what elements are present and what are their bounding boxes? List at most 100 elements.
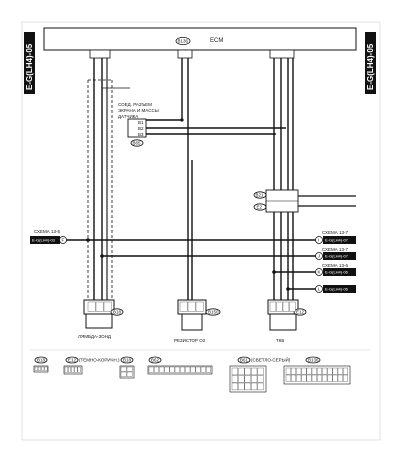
legend-pin-cell xyxy=(296,374,302,382)
legend-pin-cell xyxy=(301,374,307,382)
ecm-connector-label: B136 xyxy=(178,39,189,44)
page-frame xyxy=(21,21,381,441)
legend-pin-cell xyxy=(205,366,211,373)
legend-pin-cell xyxy=(120,366,127,372)
edge-tag-right: E-G(LH4)-05 xyxy=(365,32,376,94)
svg-text:K: K xyxy=(318,270,321,275)
svg-text:F: F xyxy=(62,238,65,243)
svg-text:B61: B61 xyxy=(240,357,249,362)
svg-text:B136: B136 xyxy=(308,357,319,362)
svg-text:B18: B18 xyxy=(123,357,132,362)
legend-pin-cell xyxy=(77,366,81,373)
legend-pin-cell xyxy=(238,367,245,376)
legend-pin-cell xyxy=(285,367,291,375)
check-connector-ground-label: B65 xyxy=(133,141,142,146)
check-connector-line-3: ДАТЧИКА xyxy=(118,114,138,119)
ecm-label: ECM xyxy=(210,38,223,44)
legend-pin-cell xyxy=(190,366,196,373)
legend-pin-cell xyxy=(285,374,291,382)
crossref-wires xyxy=(66,239,316,290)
legend-pin-cell xyxy=(38,366,42,371)
check-connector-pin-1: B1 xyxy=(138,120,144,125)
legend-pin-cell xyxy=(250,367,258,376)
wires-tkb xyxy=(273,58,294,300)
component-pin-cell xyxy=(87,301,96,312)
svg-text:E-G(LH4)-06: E-G(LH4)-06 xyxy=(325,270,349,275)
legend-pin-cell xyxy=(257,375,264,383)
ecm-block: ECM B136 xyxy=(43,27,357,59)
component-pin-cell xyxy=(195,301,204,312)
legend-pin-cell xyxy=(291,374,297,382)
inline-connector-label-top: B21 xyxy=(256,193,265,198)
tkb-label: ТКБ xyxy=(276,338,284,343)
legend-pin-cell xyxy=(238,375,245,383)
svg-text:E-G(LH4)-05: E-G(LH4)-05 xyxy=(25,43,34,90)
legend-pin-cell xyxy=(238,382,245,391)
check-connector-line-1: СОЕД. РАЗЪЕМ xyxy=(118,102,152,107)
legend-pin-cell xyxy=(311,367,317,375)
legend-pin-cell xyxy=(343,367,349,375)
svg-text:B18: B18 xyxy=(37,357,46,362)
legend-pin-cell xyxy=(169,366,175,373)
crossref-left-label: СХЕМА 13-5 xyxy=(34,229,61,234)
legend-pin-cell xyxy=(250,382,258,391)
legend-pin-cell xyxy=(164,366,170,373)
legend-pin-cell xyxy=(244,375,251,383)
legend-pin-cell xyxy=(174,366,180,373)
legend-pin-cell xyxy=(159,366,165,373)
legend-pin-cell xyxy=(44,366,48,371)
svg-text:СХЕМА 13-7: СХЕМА 13-7 xyxy=(322,230,349,235)
edge-tag-left: E-G(LH4)-05 xyxy=(24,32,35,94)
ecm-pin-group-right xyxy=(269,49,295,59)
legend-pin-cell xyxy=(74,366,78,373)
svg-text:E-G(LH4)-07: E-G(LH4)-07 xyxy=(325,254,349,259)
component-pin-cell xyxy=(187,301,196,312)
crossref-right-1: СХЕМА 13-7 I E-G(LH4)-07 xyxy=(315,230,356,244)
legend-pin-cell xyxy=(337,367,343,375)
legend-pin-cell xyxy=(306,374,312,382)
component-pin-cell xyxy=(282,301,290,312)
legend-pin-cell xyxy=(317,367,323,375)
legend-pin-cell xyxy=(34,366,38,371)
legend-pin-cell xyxy=(200,366,206,373)
legend-pin-cell xyxy=(120,371,127,377)
legend-pin-cell xyxy=(301,367,307,375)
legend-pin-cell xyxy=(257,382,264,391)
inline-connector-badge-bottom xyxy=(253,203,267,211)
svg-text:E-G(LH4)-07: E-G(LH4)-07 xyxy=(325,238,349,243)
svg-text:E-G(LH4)-05: E-G(LH4)-05 xyxy=(366,43,375,90)
ecm-pin-group-left xyxy=(89,49,111,59)
inline-connector: B21 E2 xyxy=(253,189,356,213)
legend-pin-cell xyxy=(231,367,239,376)
crossref-left: СХЕМА 13-5 E-G(LH4)-03 F xyxy=(30,229,67,244)
component-pin-cell xyxy=(276,301,283,312)
legend-pin-cell xyxy=(148,366,154,373)
crossref-left-tag xyxy=(30,236,60,244)
crossref-left-badge xyxy=(59,236,67,244)
svg-text:E-G(LH4)-03: E-G(LH4)-03 xyxy=(32,238,56,243)
legend-pin-cell xyxy=(126,371,133,377)
ecm-outline xyxy=(43,27,357,51)
legend-pin-cell xyxy=(71,366,75,373)
wires-o2-resistor xyxy=(146,58,286,300)
wires-lambda-probe xyxy=(87,58,130,300)
legend-pin-cell xyxy=(244,367,251,376)
legend-pin-cell xyxy=(126,366,133,372)
svg-text:E-G(LH4)-06: E-G(LH4)-06 xyxy=(325,287,349,292)
component-pin-cell xyxy=(289,301,296,312)
legend-pin-cell xyxy=(327,374,333,382)
legend-pin-cell xyxy=(231,382,239,391)
check-connector: СОЕД. РАЗЪЕМ ЭКРАНА И МАССЫ ДАТЧИКА B1 B… xyxy=(118,102,159,147)
svg-text:J: J xyxy=(318,254,320,259)
svg-text:L: L xyxy=(318,287,321,292)
svg-text:СХЕМА 13-6: СХЕМА 13-6 xyxy=(322,263,349,268)
component-pin-cell xyxy=(95,301,104,312)
crossref-right-4: L E-G(LH4)-06 xyxy=(315,285,356,293)
legend-pin-cell xyxy=(322,374,328,382)
legend-pin-cell xyxy=(244,382,251,391)
legend-pin-cell xyxy=(296,367,302,375)
legend-pin-cell xyxy=(231,375,239,383)
legend-pin-cell xyxy=(311,374,317,382)
legend-pin-cell xyxy=(343,374,349,382)
ecm-pin-group-middle xyxy=(177,49,193,59)
